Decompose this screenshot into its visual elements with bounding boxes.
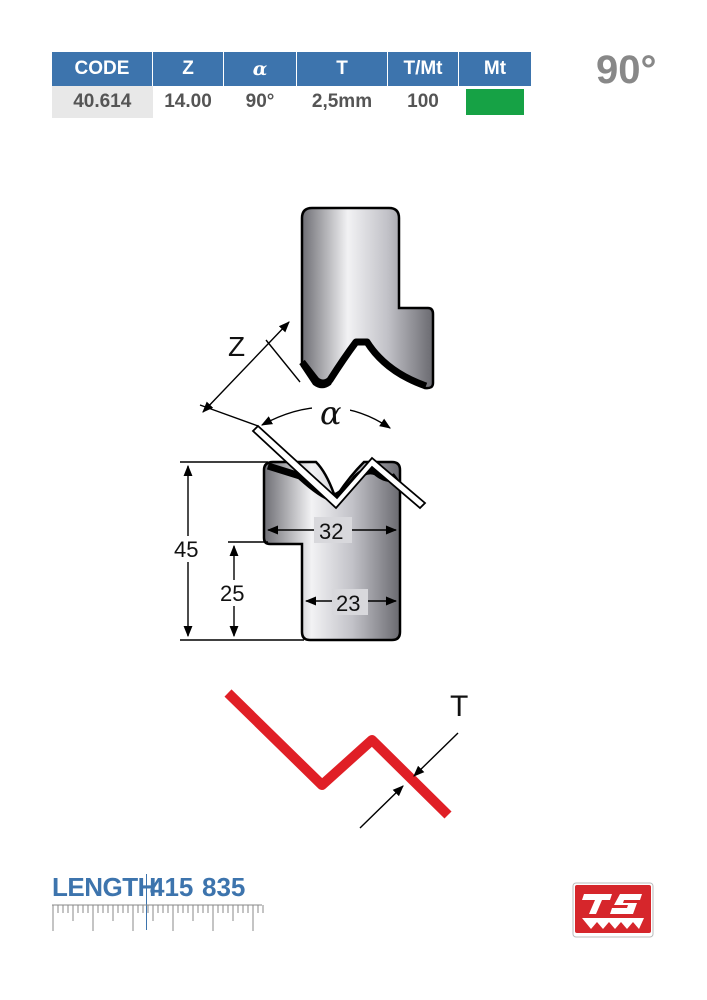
length-separator [146,874,147,930]
header-alpha: α [223,52,297,86]
dim-45-bg [172,536,208,562]
bent-sheet-profile [224,689,452,819]
length-ruler [52,904,264,931]
label-alpha: α [320,394,342,432]
label-t: T [450,690,468,723]
dim-32-bg [314,517,352,543]
label-25: 25 [220,581,244,606]
label-23: 23 [336,591,360,616]
mt-color-swatch [465,89,524,115]
upper-punch [299,206,435,390]
length-label: LENGTH [52,872,156,902]
dim-23-bg [332,589,368,615]
label-45: 45 [174,537,198,562]
header-mt: Mt [458,52,531,86]
dim-25-bg [218,580,252,606]
alpha-label-bg [312,396,350,430]
label-32: 32 [319,519,343,544]
value-mt [459,86,532,118]
dimension-z [199,321,301,427]
length-value-835: 835 [202,872,246,902]
angle-badge: 90° [596,48,657,92]
spec-value-row: 40.614 14.00 90° 2,5mm 100 [52,86,531,118]
tool-diagram: Z α 45 25 32 23 T [172,206,468,829]
length-value-415: 415 [150,872,194,902]
header-code: CODE [52,52,153,86]
header-t: T [296,52,388,86]
value-alpha: 90° [245,91,275,112]
spec-header-row: CODE Z α T T/Mt Mt [52,52,531,86]
value-t-per-mt: 100 [407,91,439,112]
header-t-per-mt: T/Mt [387,52,459,86]
value-z: 14.00 [164,91,212,112]
value-code: 40.614 [52,86,153,118]
dimension-t [359,732,459,829]
brand-logo [572,882,654,938]
header-z: Z [152,52,224,86]
spec-table: CODE Z α T T/Mt Mt 40.614 14.00 90° 2,5m… [52,52,531,118]
sheet-outline [251,424,427,510]
value-t: 2,5mm [311,91,373,112]
label-z: Z [228,331,245,362]
